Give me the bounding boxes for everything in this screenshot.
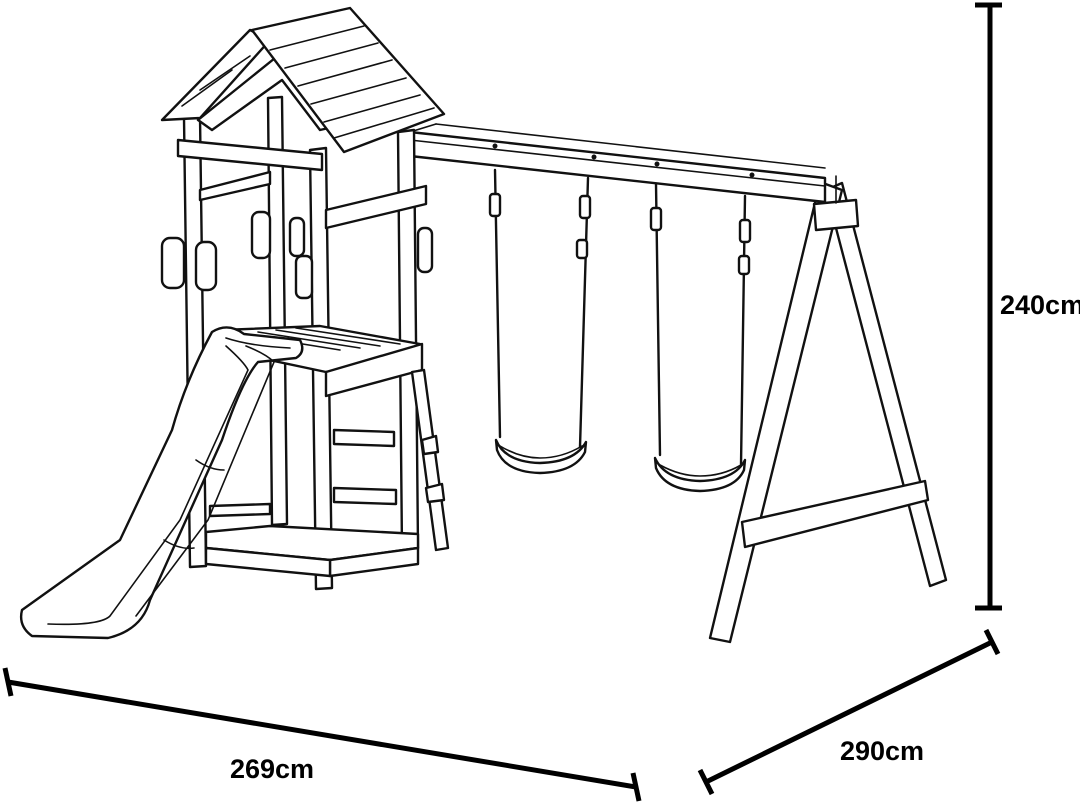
swing-a-frame xyxy=(708,175,948,644)
width-dimension: 269cm xyxy=(2,667,642,802)
swing-seat-right xyxy=(649,182,752,493)
height-label: 240cm xyxy=(1000,290,1080,320)
tower-roof xyxy=(160,6,446,154)
swing-beam xyxy=(408,123,827,204)
swing-seat-left xyxy=(488,168,592,475)
depth-label: 290cm xyxy=(840,736,924,766)
depth-dimension: 290cm xyxy=(697,628,1001,796)
slide xyxy=(19,326,304,640)
height-dimension: 240cm xyxy=(975,2,1080,611)
width-label: 269cm xyxy=(230,754,314,784)
